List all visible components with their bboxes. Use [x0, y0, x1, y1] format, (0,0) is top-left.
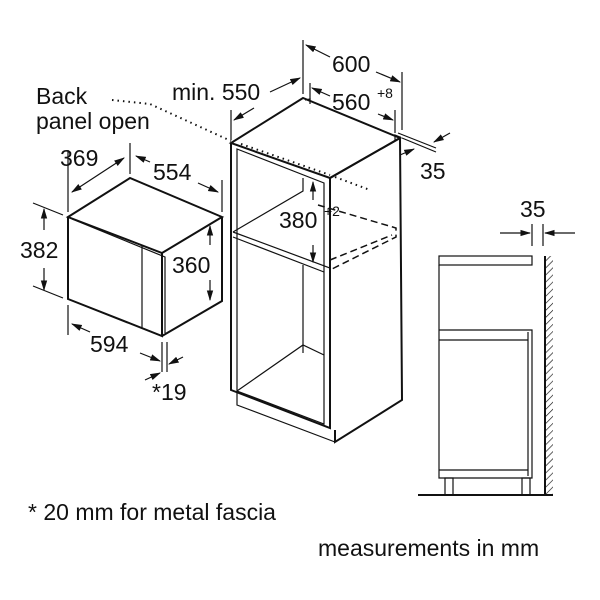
appliance-height-label: 382	[20, 237, 58, 263]
appliance-top-width-label: 554	[153, 159, 192, 185]
appliance-depth-label: 369	[60, 145, 98, 171]
niche-height-label: 380	[279, 207, 317, 233]
niche-width-tolerance: +8	[377, 85, 393, 101]
cabinet-dimensions	[111, 40, 451, 264]
cabinet-width-label: 600	[332, 51, 370, 77]
side-view-gap-label: 35	[520, 196, 546, 222]
appliance-inner-height-label: 360	[172, 252, 210, 278]
fascia-depth-label: *19	[152, 379, 187, 405]
microwave-dimensions	[32, 143, 223, 381]
back-panel-label-line2: panel open	[36, 108, 150, 134]
niche-height-tolerance: +2	[324, 203, 340, 219]
min-depth-label: min. 550	[172, 79, 260, 105]
cabinet-drawing	[228, 96, 404, 444]
niche-width-label: 560	[332, 89, 370, 115]
side-view-drawing	[418, 224, 575, 496]
appliance-width-label: 594	[90, 331, 129, 357]
metal-fascia-footnote: * 20 mm for metal fascia	[28, 499, 276, 525]
units-note: measurements in mm	[318, 535, 539, 561]
cabinet-side-offset-label: 35	[420, 158, 446, 184]
back-panel-label-line1: Back	[36, 83, 88, 109]
